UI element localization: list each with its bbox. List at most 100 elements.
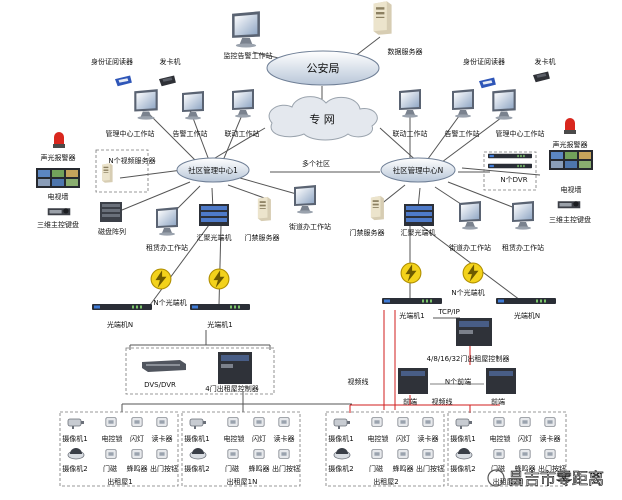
svg-text:光端机1: 光端机1: [207, 320, 232, 329]
camera2-label: 摄像机2: [62, 464, 87, 473]
camera2-label: 摄像机2: [184, 464, 209, 473]
svg-text:视频线: 视频线: [348, 377, 369, 386]
flash-light-icon: [519, 417, 531, 427]
buzzer-icon: [131, 449, 143, 459]
card-reader-icon: [156, 417, 168, 427]
svg-text:数据服务器: 数据服务器: [388, 47, 423, 56]
camera-icon: [189, 418, 207, 430]
svg-text:N个DVR: N个DVR: [500, 176, 527, 184]
electric-lock-icon: [227, 417, 239, 427]
left-alarm-ws: 告警工作站: [173, 91, 208, 138]
svg-text:光端机N: 光端机N: [514, 311, 540, 320]
svg-text:声光报警器: 声光报警器: [41, 153, 76, 162]
door-sensor-icon: [227, 449, 239, 459]
svg-text:前端: 前端: [403, 397, 417, 406]
svg-text:汇聚光端机: 汇聚光端机: [197, 233, 232, 242]
svg-text:4/8/16/32门出租屋控制器: 4/8/16/32门出租屋控制器: [427, 354, 510, 363]
flash-label: 闪灯: [252, 434, 266, 443]
dome-camera-icon: [189, 447, 207, 460]
monitor-icon: [134, 89, 158, 120]
siren-icon: [53, 132, 65, 148]
dvr-icon: [488, 163, 532, 169]
svg-text:发卡机: 发卡机: [160, 57, 181, 66]
svg-text:昌吉市零距离: 昌吉市零距离: [508, 469, 604, 488]
red-video-lines: [349, 310, 500, 413]
svg-text:告警工作站: 告警工作站: [173, 129, 208, 138]
camera2-label: 摄像机2: [328, 464, 353, 473]
svg-text:身份证阅读器: 身份证阅读器: [463, 57, 505, 66]
exit-button-label: 出门按钮: [538, 464, 566, 473]
svg-text:4门出租屋控制器: 4门出租屋控制器: [205, 384, 258, 393]
left-siren: 声光报警器: [41, 132, 76, 162]
house-title: 出租屋1: [107, 477, 132, 486]
svg-text:租赁办工作站: 租赁办工作站: [146, 243, 188, 252]
link-lines: [119, 36, 541, 412]
monitor-icon: [452, 89, 474, 118]
door-sensor-icon: [371, 449, 383, 459]
left-controller-box: DVS/DVR 4门出租屋控制器: [125, 347, 275, 395]
door-sensor-label: 门磁: [225, 464, 239, 473]
community-center-1: 社区管理中心1: [176, 157, 250, 183]
house-border: [59, 411, 179, 487]
flash-light-icon: [397, 417, 409, 427]
right-rental-ws: 租赁办工作站: [502, 201, 544, 252]
data-server: 数据服务器: [373, 1, 423, 56]
door-sensor-label: 门磁: [369, 464, 383, 473]
svg-text:视频线: 视频线: [432, 397, 453, 406]
door-sensor-label: 门磁: [103, 464, 117, 473]
right-optical-units: N个光端机 光端机1 光端机N TCP/IP: [382, 288, 556, 320]
siren-icon: [564, 118, 576, 134]
keyboard-icon: [557, 201, 581, 209]
svg-text:电视墙: 电视墙: [48, 192, 69, 201]
svg-text:三维主控键盘: 三维主控键盘: [549, 215, 591, 224]
svg-text:前端: 前端: [491, 397, 505, 406]
buzzer-label: 蜂鸣器: [515, 464, 536, 473]
right-link-ws: 联动工作站: [393, 89, 428, 138]
left-rental-ws: 租赁办工作站: [146, 207, 188, 252]
fiber-link-icon: [462, 262, 484, 284]
monitor-icon: [232, 89, 254, 118]
dome-camera-icon: [455, 447, 473, 460]
right-opt-aggregator: 汇聚光端机: [401, 204, 436, 237]
flash-light-icon: [131, 417, 143, 427]
reader-label: 读卡器: [418, 434, 439, 443]
svg-text:汇聚光端机: 汇聚光端机: [401, 228, 436, 237]
dome-camera-icon: [333, 447, 351, 460]
server-icon: [370, 195, 384, 221]
left-mgmt-ws: 管理中心工作站: [106, 89, 158, 138]
door-sensor-icon: [105, 449, 117, 459]
svg-text:街道办工作站: 街道办工作站: [289, 222, 331, 231]
left-opt-aggregator: 汇聚光端机: [197, 204, 232, 242]
left-id-reader: 身份证阅读器: [91, 57, 133, 87]
fiber-link-icon: [400, 262, 422, 284]
multi-community-label: 多个社区: [302, 159, 330, 168]
right-mgmt-ws: 管理中心工作站: [492, 89, 545, 138]
house-title: 出租屋2N: [493, 477, 524, 486]
svg-text:光端机1: 光端机1: [399, 311, 424, 320]
buzzer-icon: [397, 449, 409, 459]
left-door-server: 门禁服务器: [245, 196, 280, 242]
reader-label: 读卡器: [152, 434, 173, 443]
transceiver-icon: [382, 298, 442, 304]
electric-lock-icon: [493, 417, 505, 427]
monitor-icon: [512, 201, 534, 230]
keyboard-icon: [47, 208, 71, 216]
svg-text:告警工作站: 告警工作站: [445, 129, 480, 138]
monitor-icon: [182, 91, 204, 120]
svg-text:磁盘阵列: 磁盘阵列: [98, 227, 126, 236]
right-id-reader: 身份证阅读器: [463, 57, 505, 89]
n-dvr-box: N个DVR: [483, 151, 537, 191]
left-street-ws: 街道办工作站: [289, 185, 331, 231]
transceiver-icon: [92, 304, 152, 310]
svg-text:光端机N: 光端机N: [107, 320, 133, 329]
svg-text:监控告警工作站: 监控告警工作站: [224, 51, 273, 60]
right-alarm-ws: 告警工作站: [445, 89, 480, 138]
buzzer-icon: [253, 449, 265, 459]
dome-camera-icon: [67, 447, 85, 460]
police-hub: 公安局: [266, 50, 380, 86]
exit-button-icon: [278, 449, 290, 459]
